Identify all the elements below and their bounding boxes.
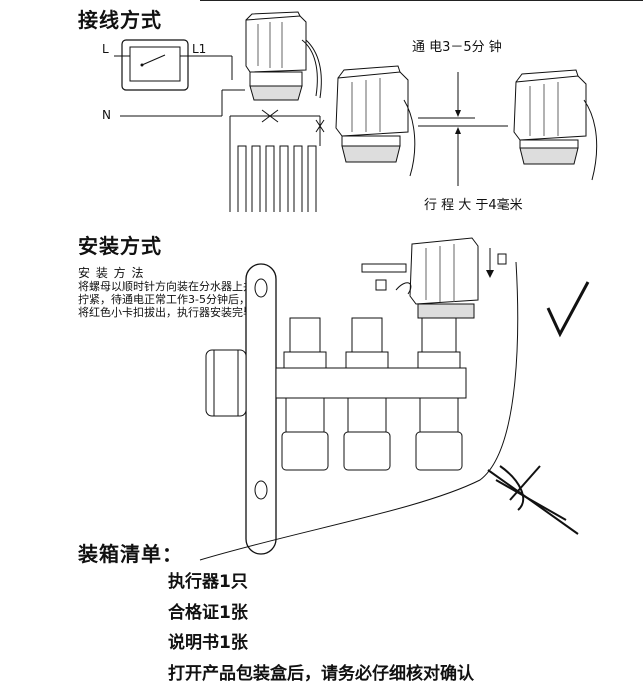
method-title: 安 装 方 法	[78, 266, 145, 280]
stroke-note: 行 程 大 于4毫米	[424, 198, 523, 213]
label-l1: L1	[192, 42, 207, 56]
wiring-diagram	[114, 11, 598, 212]
install-diagram	[199, 237, 590, 561]
packing-title: 装箱清单：	[78, 542, 183, 566]
wiring-title: 接线方式	[78, 8, 162, 32]
top-rule	[200, 0, 643, 1]
packing-item: 执行器1只	[168, 572, 248, 592]
label-l: L	[102, 42, 109, 56]
label-n: N	[102, 108, 111, 122]
power-note: 通 电3－5分 钟	[412, 40, 502, 55]
packing-item: 合格证1张	[168, 603, 248, 623]
packing-item: 打开产品包装盒后，请务必仔细核对确认	[168, 664, 474, 684]
install-title: 安装方式	[78, 234, 162, 258]
method-text: 将螺母以顺时针方向装在分水器上并拧紧，待通电正常工作3-5分钟后， 将红色小卡扣…	[78, 280, 254, 319]
packing-item: 说明书1张	[168, 633, 248, 653]
